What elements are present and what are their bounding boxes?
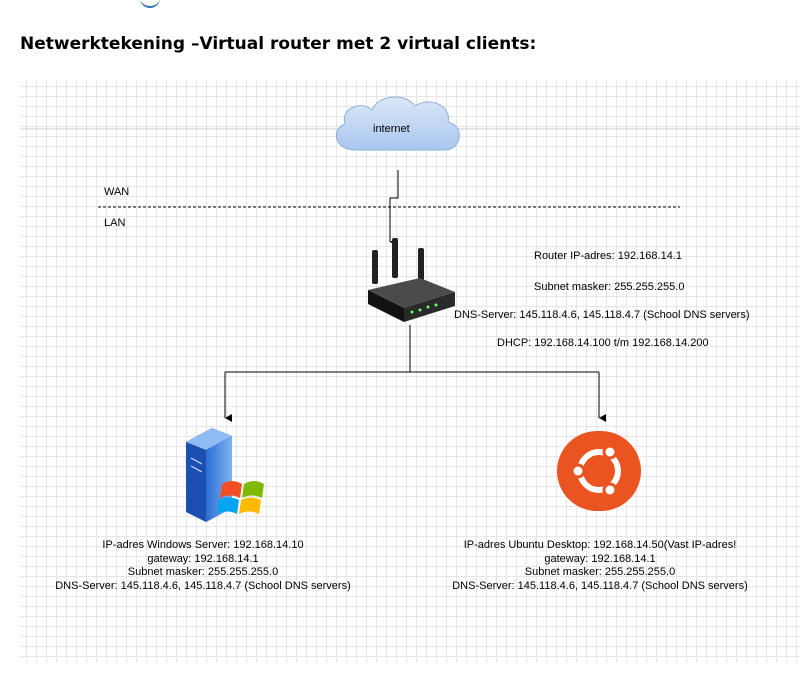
router-ip-text: Router IP-adres: 192.168.14.1: [534, 250, 682, 262]
decorative-heading-mark: [140, 0, 160, 8]
cloud-to-router-connector: [389, 170, 399, 246]
lan-label: LAN: [104, 217, 126, 229]
windows-server-icon: [186, 428, 264, 522]
windows-gateway-text: gateway: 192.168.14.1: [147, 552, 259, 565]
ubuntu-subnet-text: Subnet masker: 255.255.255.0: [524, 566, 676, 578]
windows-ip-text: IP-adres Windows Server: 192.168.14.10: [102, 539, 304, 551]
ubuntu-gateway-text: gateway: 192.168.14.1: [544, 552, 656, 565]
wan-label: WAN: [104, 186, 130, 198]
ubuntu-ip-text: IP-adres Ubuntu Desktop: 192.168.14.50(V…: [463, 539, 737, 551]
cloud-label: internet: [373, 123, 410, 135]
internet-cloud-icon: [335, 96, 460, 151]
ubuntu-logo-icon: [557, 431, 641, 511]
page-title: Netwerktekening –Virtual router met 2 vi…: [20, 34, 537, 54]
router-subnet-text: Subnet masker: 255.255.255.0: [534, 281, 685, 293]
windows-client-info: IP-adres Windows Server: 192.168.14.10 g…: [55, 539, 351, 593]
windows-dns-text: DNS-Server: 145.118.4.6, 145.118.4.7 (Sc…: [55, 579, 351, 592]
ubuntu-client-info: IP-adres Ubuntu Desktop: 192.168.14.50(V…: [452, 539, 748, 593]
windows-subnet-text: Subnet masker: 255.255.255.0: [127, 566, 279, 578]
router-dhcp-text: DHCP: 192.168.14.100 t/m 192.168.14.200: [497, 337, 709, 349]
router-icon: [368, 238, 455, 322]
router-dns-text: DNS-Server: 145.118.4.6, 145.118.4.7 (Sc…: [454, 309, 750, 321]
ubuntu-dns-text: DNS-Server: 145.118.4.6, 145.118.4.7 (Sc…: [452, 579, 748, 592]
